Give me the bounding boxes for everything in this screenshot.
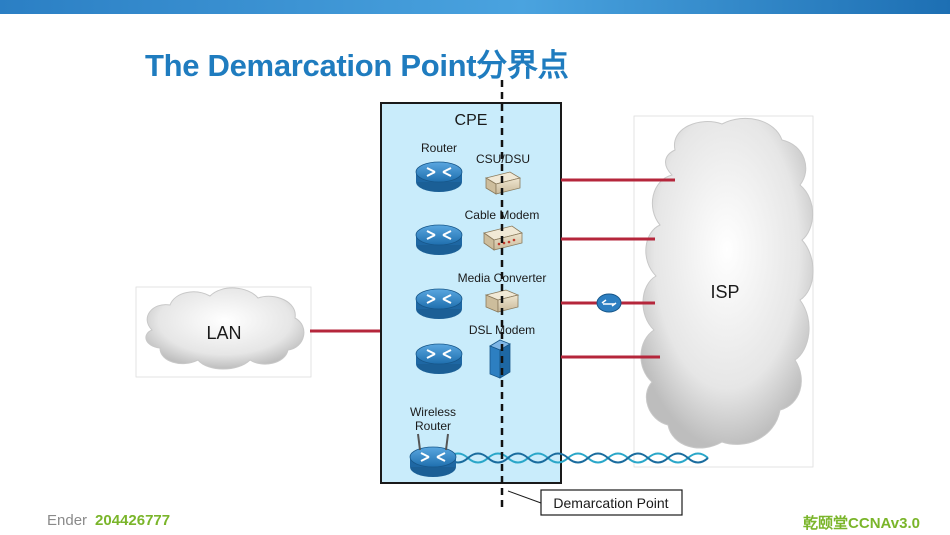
router-label: Router <box>421 141 457 155</box>
dsl-modem-label: DSL Modem <box>469 323 535 337</box>
router-icon-csu <box>415 161 463 193</box>
media-converter-link-icon <box>596 293 622 313</box>
demarcation-callout: Demarcation Point <box>507 489 683 516</box>
cable-modem-icon <box>483 225 523 251</box>
footer-author-name: Ender <box>47 512 88 529</box>
isp-cloud <box>633 115 814 468</box>
demarcation-callout-label: Demarcation Point <box>553 495 668 511</box>
wireless-router-icon <box>409 433 457 478</box>
slide-title: The Demarcation Point分界点 <box>145 48 569 83</box>
footer-id: 204426777 <box>95 512 171 529</box>
footer-brand: 乾颐堂CCNAv3.0 <box>803 515 920 532</box>
cpe-box <box>380 102 562 484</box>
dsl-modem-icon <box>489 339 511 379</box>
isp-label: ISP <box>710 282 739 302</box>
wireless-router-label-line1: Wireless <box>410 405 456 419</box>
footer-author: Ender 204426777 <box>47 512 170 529</box>
router-icon-dsl <box>415 343 463 375</box>
wireless-router-label-line2: Router <box>415 419 451 433</box>
router-icon-cable <box>415 224 463 256</box>
cpe-label: CPE <box>455 112 488 129</box>
top-banner <box>0 0 950 14</box>
router-icon-media <box>415 288 463 320</box>
wireless-link <box>447 452 709 464</box>
lan-label: LAN <box>206 323 241 343</box>
